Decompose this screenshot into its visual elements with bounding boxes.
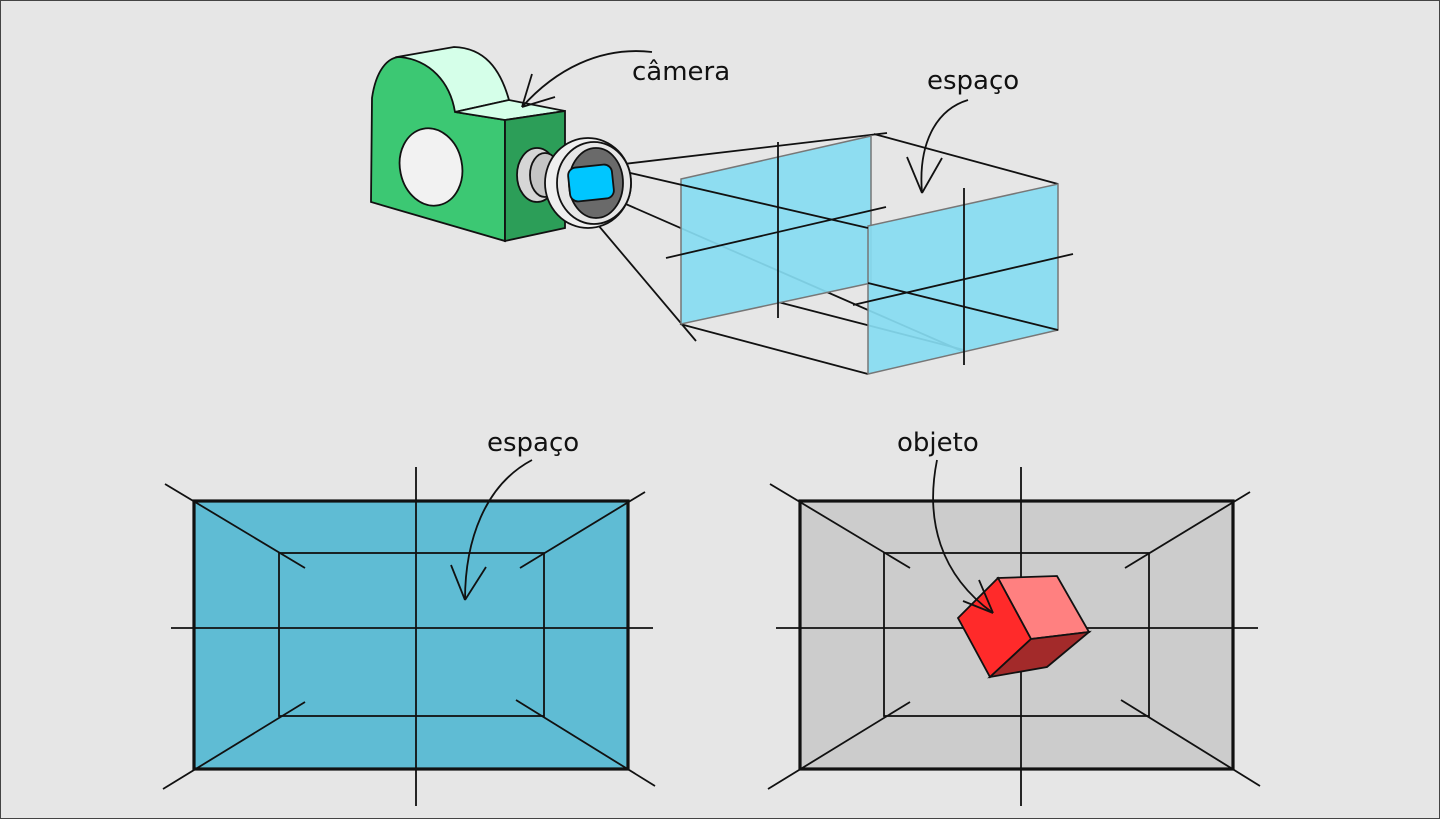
camera — [370, 46, 632, 243]
object-room-inner — [883, 552, 1150, 717]
camera-viewfinder — [398, 127, 464, 207]
space-left-pointer-arrow — [450, 459, 533, 601]
space-axes — [599, 142, 1074, 365]
cube-bottom-face — [987, 630, 1092, 679]
space-top-pointer-arrow — [906, 99, 969, 194]
object-label: objeto — [897, 428, 979, 458]
space-room-frame — [192, 499, 630, 771]
object-pointer-arrow — [932, 459, 994, 614]
camera-scene: câmera espaço — [370, 46, 1074, 375]
object-cube — [956, 575, 1092, 679]
space-plane-near — [680, 135, 872, 325]
space-left-label: espaço — [487, 428, 579, 458]
space-room-lines — [162, 467, 656, 806]
camera-lens — [516, 137, 632, 229]
space-room-inner — [278, 552, 545, 717]
space-planes — [680, 135, 1059, 375]
object-room-frame — [798, 499, 1235, 771]
space-top-label: espaço — [927, 66, 1019, 96]
camera-pointer-arrow — [521, 50, 653, 108]
object-room-diagram: objeto — [767, 428, 1261, 806]
camera-label: câmera — [632, 57, 730, 87]
space-room-diagram: espaço — [162, 428, 656, 806]
lens-glass — [567, 163, 615, 203]
